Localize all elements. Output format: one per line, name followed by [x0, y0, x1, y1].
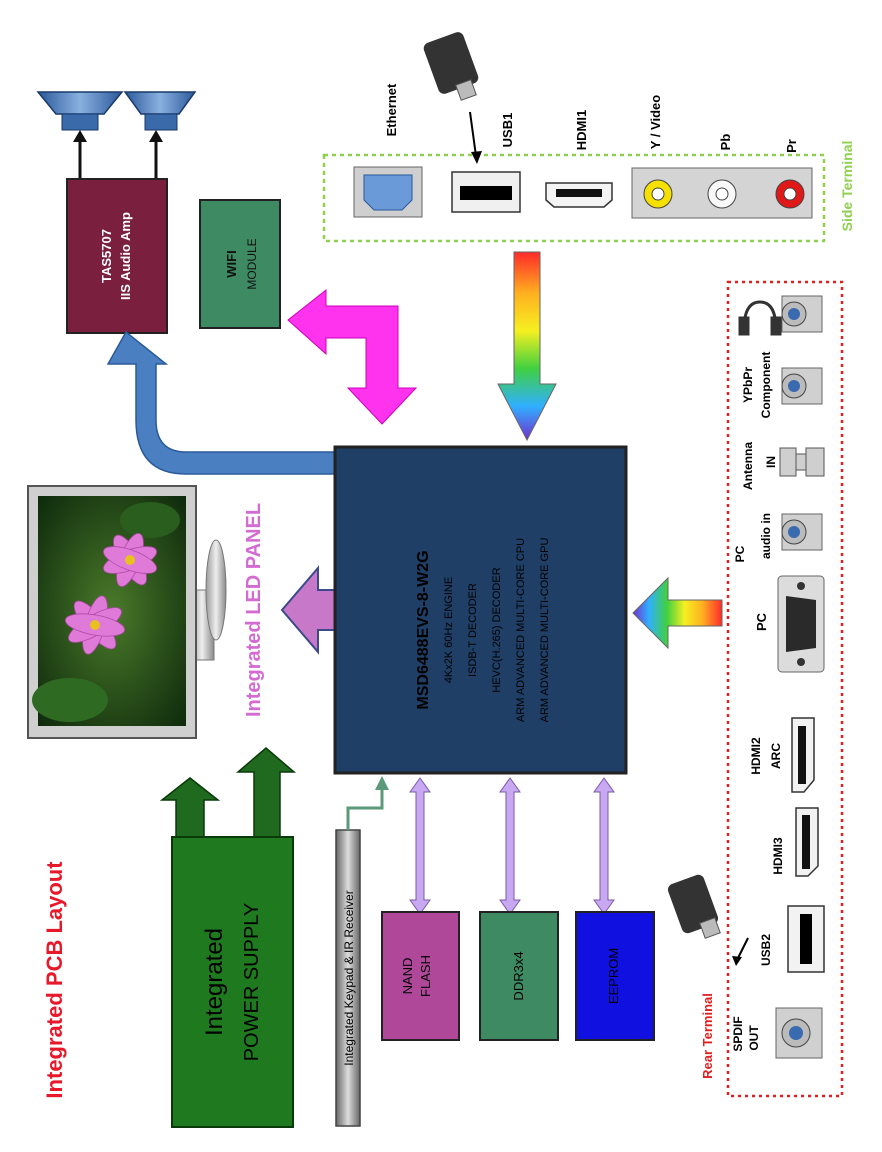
- wifi-label-line1: WIFI: [224, 250, 239, 277]
- hdmi3-port-icon: [795, 807, 819, 877]
- ddr-label: DDR3x4: [511, 951, 526, 1000]
- ddr-box: [479, 911, 559, 1041]
- side-terminal-frame: [322, 153, 826, 243]
- hdmi3-label: HDMI3: [771, 837, 785, 875]
- power-supply-label-line1: Integrated: [201, 928, 228, 1036]
- rear-terminal-frame: [726, 280, 844, 1098]
- usb2-label: USB2: [759, 934, 773, 966]
- nand-label-line2: FLASH: [418, 955, 433, 997]
- memory-bus-arrows: [409, 777, 615, 915]
- rca-jack-group-icon: [631, 167, 813, 219]
- usb2-insert-arrow: [736, 937, 749, 961]
- soc-panel-arrow: [280, 565, 337, 655]
- side-terminal-rainbow-arrow: [497, 251, 557, 442]
- rear-terminal-title: Rear Terminal: [700, 993, 715, 1079]
- audio-amp-box: [66, 178, 168, 334]
- usb1-port-icon: [451, 171, 521, 213]
- ypbpr-jack-icon: [781, 367, 823, 405]
- usb1-label: USB1: [500, 113, 515, 148]
- page-title: Integrated PCB Layout: [42, 861, 67, 1099]
- spdif-label-line2: OUT: [747, 1025, 761, 1051]
- speaker-connector-lines: [73, 130, 163, 180]
- led-panel-label: Integrated LED PANEL: [243, 503, 265, 717]
- eeprom-box: [575, 911, 655, 1041]
- keypad-soc-connector: [346, 786, 384, 830]
- ethernet-label: Ethernet: [384, 83, 399, 136]
- rear-terminal-rainbow-arrow: [632, 576, 723, 650]
- ethernet-port-icon: [353, 166, 423, 218]
- nand-label-line1: NAND: [400, 958, 415, 995]
- ypbpr-label-line1: YPbPr: [741, 367, 755, 403]
- usb1-insert-arrow: [469, 111, 477, 157]
- usb2-port-icon: [787, 905, 825, 973]
- keypad-soc-arrowhead: [375, 776, 389, 790]
- eeprom-label: EEPROM: [606, 948, 621, 1004]
- soc-feature-5: ARM ADVANCED MULTI-CORE GPU: [539, 538, 551, 723]
- soc-feature-3: HEVC(H.265) DECODER: [491, 567, 503, 692]
- pc-audio-jack-icon: [781, 513, 823, 551]
- hdmi2-label-line2: ARC: [769, 743, 783, 769]
- y-video-label: Y / Video: [648, 95, 663, 149]
- hdmi1-label: HDMI1: [574, 110, 589, 150]
- soc-feature-4: ARM ADVANCED MULTI-CORE CPU: [515, 538, 527, 722]
- power-output-arrows: [159, 747, 297, 839]
- speaker-right-icon: [123, 91, 197, 131]
- keypad-ir-label: Integrated Keypad & IR Receiver: [342, 890, 356, 1065]
- soc-audio-arrow: [106, 330, 337, 475]
- antenna-label-line1: Antenna: [741, 442, 755, 490]
- soc-feature-2: ISDB-T DECODER: [467, 583, 479, 677]
- power-supply-box: [171, 836, 294, 1128]
- ypbpr-label-line2: Component: [759, 352, 773, 419]
- pr-label: Pr: [784, 139, 799, 153]
- power-supply-label-line2: POWER SUPPLY: [241, 903, 263, 1062]
- wifi-label-line2: MODULE: [245, 238, 259, 289]
- audio-amp-label-line2: IIS Audio Amp: [118, 212, 133, 300]
- antenna-label-line2: IN: [764, 456, 778, 468]
- spdif-label-line1: SPDIF: [731, 1016, 745, 1051]
- pb-label: Pb: [718, 134, 733, 151]
- side-terminal-title: Side Terminal: [839, 141, 855, 232]
- soc-chip-box: [333, 445, 628, 775]
- usb-drive-top-icon: [423, 32, 479, 101]
- hdmi2-label-line1: HDMI2: [749, 737, 763, 775]
- pc-audio-label-line2: audio in: [759, 513, 773, 559]
- spdif-jack-icon: [775, 1007, 823, 1059]
- pc-audio-label-line1: PC: [733, 545, 747, 562]
- tv-panel-icon: [27, 485, 227, 739]
- usb1-insert-arrowhead: [471, 151, 482, 164]
- hdmi1-port-icon: [545, 182, 613, 208]
- audio-amp-label-line1: TAS5707: [99, 229, 114, 283]
- nand-flash-box: [381, 911, 460, 1041]
- usb2-insert-arrowhead: [732, 956, 742, 966]
- headphone-icon: [738, 300, 782, 336]
- soc-feature-1: 4Kx2K 60Hz ENGINE: [443, 577, 455, 683]
- soc-name: MSD6488EVS-8-W2G: [415, 550, 432, 709]
- vga-port-icon: [777, 575, 825, 673]
- wifi-module-box: [199, 199, 281, 329]
- hdmi2-port-icon: [791, 717, 815, 793]
- wifi-soc-arrow: [287, 288, 418, 425]
- headphone-jack-icon: [781, 295, 823, 333]
- antenna-connector-icon: [779, 447, 825, 477]
- keypad-ir-box: [335, 829, 361, 1127]
- pc-label: PC: [754, 612, 769, 631]
- speaker-left-icon: [36, 91, 124, 131]
- usb-drive-rear-icon: [667, 874, 721, 939]
